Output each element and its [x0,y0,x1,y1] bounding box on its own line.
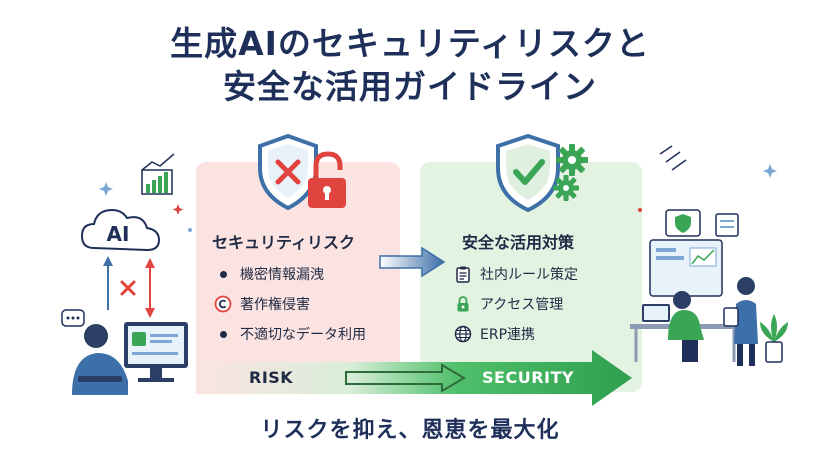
risk-item-label: 不適切なデータ利用 [240,327,366,343]
safe-heading: 安全な活用対策 [462,233,575,252]
monitor-icon [124,322,188,382]
risk-heading: セキュリティリスク [212,233,356,252]
copyright-icon [214,295,232,313]
list-item: ERP連携 [454,322,578,346]
title-line-2: 安全な活用ガイドライン [223,67,597,106]
seated-person-icon [668,291,704,362]
open-padlock-icon [308,151,346,208]
transition-arrow-icon [379,246,446,278]
safe-list: 社内ルール策定 アクセス管理 ERP連携 [454,262,578,352]
bar-chart-icon [141,153,175,195]
list-item: 機密情報漏洩 [214,262,366,286]
shield-check-illustration [496,133,588,213]
safe-item-label: アクセス管理 [480,297,564,313]
shield-warning-illustration [258,133,346,211]
risk-item-label: 機密情報漏洩 [240,267,324,283]
bullet-icon [214,265,232,283]
list-item: 著作権侵害 [214,292,366,316]
list-item: 社内ルール策定 [454,262,578,286]
tagline: リスクを抑え、恩恵を最大化 [260,418,560,443]
gear-icon [553,144,588,201]
page-title: 生成AIのセキュリティリスクと 安全な活用ガイドライン [0,22,820,108]
ai-cloud-icon [80,208,161,252]
office-team-illustration [630,145,788,366]
safe-item-label: 社内ルール策定 [480,267,578,283]
globe-icon [454,325,472,343]
chat-bubble-icon [61,309,85,327]
clipboard-icon [454,265,472,283]
standing-person-icon [723,277,758,366]
list-item: アクセス管理 [454,292,578,316]
dashboard-screen-icon [649,239,723,297]
plant-icon [760,314,788,363]
ai-cloud-label: AI [107,222,130,246]
bullet-icon [214,325,232,343]
security-label: SECURITY [482,368,574,387]
padlock-icon [454,295,472,313]
risk-item-label: 著作権侵害 [240,297,310,313]
document-card-icon [715,213,739,237]
laptop-icon [642,304,670,322]
shield-check-icon [496,133,560,213]
title-line-1: 生成AIのセキュリティリスクと [170,24,650,63]
person-icon [72,324,128,395]
shield-card-icon [665,209,701,237]
shield-x-icon [258,133,318,211]
red-x-icon [120,280,136,296]
list-item: 不適切なデータ利用 [214,322,366,346]
risk-to-security-arrow [196,350,632,406]
risk-list: 機密情報漏洩 著作権侵害 不適切なデータ利用 [214,262,366,352]
risk-label: RISK [249,368,294,387]
ai-user-illustration: AI [61,153,192,395]
safe-item-label: ERP連携 [480,327,536,343]
